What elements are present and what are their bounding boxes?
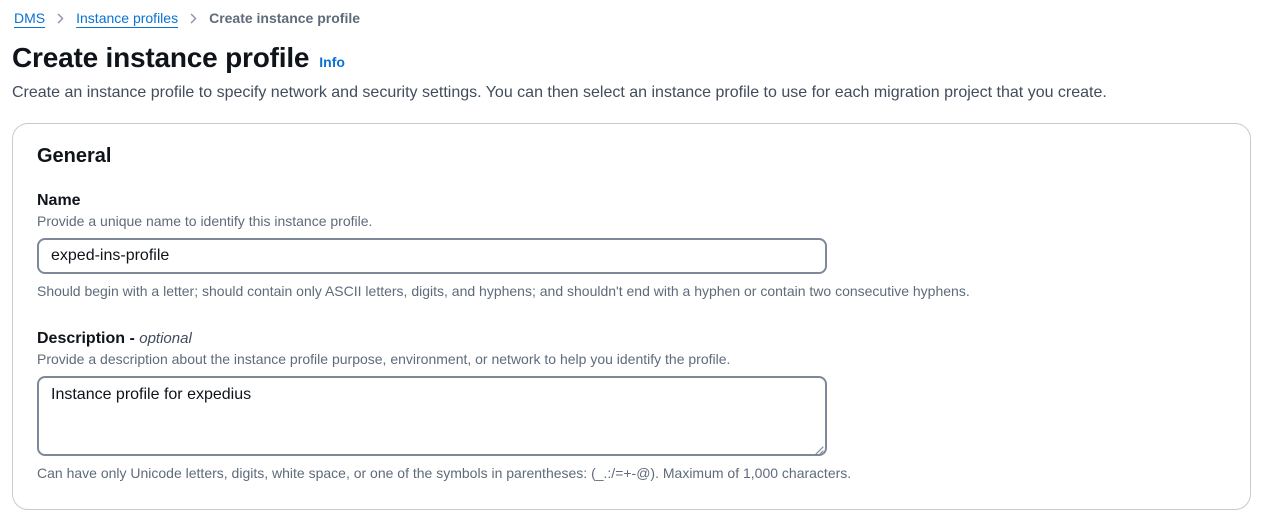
page-description: Create an instance profile to specify ne… (12, 83, 1107, 101)
breadcrumb-link-instance-profiles[interactable]: Instance profiles (76, 10, 179, 26)
breadcrumb-link-dms[interactable]: DMS (14, 10, 46, 26)
description-textarea[interactable]: Instance profile for expedius (37, 375, 827, 456)
description-textarea-wrap: Instance profile for expedius (37, 375, 827, 456)
description-field-label: Description - optional (37, 330, 1226, 348)
name-field-description: Provide a unique name to identify this i… (37, 212, 373, 229)
name-field-constraint: Should begin with a letter; should conta… (37, 282, 970, 299)
description-field-constraint: Can have only Unicode letters, digits, w… (37, 464, 852, 481)
description-field-description: Provide a description about the instance… (37, 350, 731, 367)
general-section-title: General (37, 144, 112, 167)
resize-handle-icon[interactable] (814, 443, 824, 456)
breadcrumb: DMS Instance profiles Create instance pr… (14, 10, 1251, 26)
chevron-right-icon (55, 13, 66, 24)
name-field-label: Name (37, 191, 81, 209)
general-section-card: General Name Provide a unique name to id… (12, 122, 1251, 510)
page-header: Create instance profile Info (12, 42, 1251, 74)
description-field-label-text: Description - (37, 329, 135, 347)
breadcrumb-current-page: Create instance profile (209, 10, 361, 26)
description-field-optional-label: optional (139, 329, 192, 347)
info-link[interactable]: Info (319, 54, 345, 70)
name-field-group: Name Provide a unique name to identify t… (37, 192, 1226, 299)
name-input[interactable] (37, 237, 827, 274)
page-title: Create instance profile (12, 42, 310, 73)
chevron-right-icon (188, 13, 199, 24)
description-field-group: Description - optional Provide a descrip… (37, 330, 1226, 481)
